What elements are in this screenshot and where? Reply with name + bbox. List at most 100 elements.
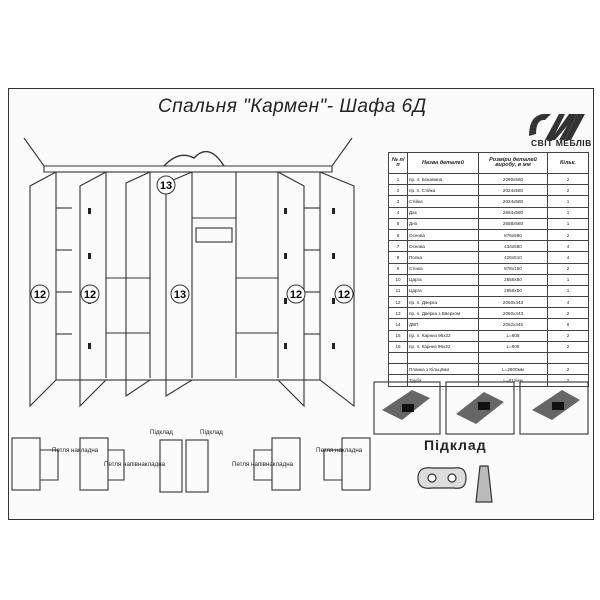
table-cell: 12	[388, 296, 408, 309]
table-cell: 14	[388, 318, 408, 331]
table-cell: 1	[547, 206, 589, 219]
table-cell: пр. п. Стійка	[407, 184, 479, 197]
table-cell: 2658х50	[478, 284, 548, 298]
table-cell	[547, 351, 589, 365]
door-label: 13	[174, 289, 186, 301]
table-cell: 2	[547, 374, 589, 387]
pidklad-illustration	[417, 465, 493, 503]
door-label: 12	[338, 289, 350, 301]
table-cell: Дно	[407, 217, 479, 230]
table-cell: 876х580	[478, 228, 548, 242]
table-cell: 434х580	[478, 240, 548, 253]
table-cell: Дах	[407, 206, 479, 219]
table-cell: 4	[547, 240, 589, 253]
table-cell: L=2800мм	[478, 363, 548, 376]
hinge-label: Петля напівнакладна	[104, 461, 166, 468]
table-cell	[388, 363, 408, 376]
table-cell: 1	[547, 273, 589, 286]
table-cell: 9	[388, 262, 408, 275]
page-title: Спальня "Кармен"- Шафа 6Д	[158, 96, 427, 117]
table-cell: 15	[388, 329, 408, 342]
pidklad-title: Підклад	[424, 437, 487, 453]
table-cell: Царга	[407, 284, 479, 298]
table-cell: 3	[388, 195, 408, 208]
table-cell: Основа	[407, 240, 479, 253]
table-header: Розміри деталей виробу, в мм	[478, 152, 548, 174]
table-cell: L=812мм	[478, 374, 548, 387]
wardrobe-drawing: 12 12 13 13 12 12	[23, 137, 355, 408]
table-cell: 2658х50	[478, 273, 548, 286]
table-cell: 2	[547, 329, 589, 342]
table-cell: 8	[388, 251, 408, 264]
door-label: 12	[290, 289, 302, 301]
table-cell: 2684х580	[478, 206, 548, 219]
table-cell	[407, 351, 479, 365]
hinge-label: Петля напівнакладна	[232, 461, 294, 468]
table-header: Кільк.	[547, 152, 589, 174]
table-header: № п/п	[388, 152, 408, 174]
table-cell: 5	[388, 217, 408, 230]
door-label: 13	[160, 180, 172, 192]
table-cell: 11	[388, 284, 408, 298]
table-cell: 4	[547, 251, 589, 264]
table-cell: пр. п. Карниз 96х22	[407, 340, 479, 354]
table-cell: 1	[388, 172, 408, 186]
svit-mebliv-logo-icon	[529, 114, 585, 140]
table-cell	[478, 351, 548, 365]
table-cell: 2658х580	[478, 217, 548, 230]
table-cell: 1	[547, 284, 589, 298]
table-cell	[388, 351, 408, 365]
door-label: 12	[84, 289, 96, 301]
hinge-label: Петля накладна	[52, 447, 99, 454]
table-cell: Полка	[407, 251, 479, 264]
table-cell: 2050х443	[478, 307, 548, 320]
table-cell: Основа	[407, 228, 479, 242]
table-cell: 6	[547, 318, 589, 331]
hinge-label: Підклад	[200, 429, 223, 436]
table-cell: L=608	[478, 329, 548, 342]
table-cell: 10	[388, 273, 408, 286]
table-cell: 2050х443	[478, 296, 548, 309]
hinge-diagram-row	[11, 437, 371, 493]
table-cell: 426х510	[478, 251, 548, 264]
hinge-install-illustration	[373, 381, 589, 435]
table-cell: 2052х445	[478, 318, 548, 331]
door-label: 12	[34, 289, 46, 301]
table-cell: 2	[547, 340, 589, 354]
table-cell: 1	[547, 217, 589, 230]
table-cell: 2	[547, 172, 589, 186]
table-cell: 2024х580	[478, 195, 548, 208]
table-cell: 2	[547, 262, 589, 275]
table-cell: Стінка	[407, 262, 479, 275]
table-cell: 2	[547, 363, 589, 376]
table-cell: 6	[388, 228, 408, 242]
table-cell: пр. л. Бокавина	[407, 172, 479, 186]
hinge-label: Петля накладна	[316, 447, 363, 454]
table-row	[388, 351, 589, 365]
table-cell: ДВП	[407, 318, 479, 331]
table-header-row: № п/п Назва деталей Розміри деталей виро…	[388, 152, 589, 174]
table-cell: 2	[547, 307, 589, 320]
hinge-label: Підклад	[150, 429, 173, 436]
table-cell: Стійка	[407, 195, 479, 208]
brand-name: СВІТ МЕБЛІВ	[531, 138, 592, 148]
table-cell: пр. л. Дверка	[407, 296, 479, 309]
table-cell: 4	[547, 296, 589, 309]
parts-table: № п/п Назва деталей Розміри деталей виро…	[388, 152, 589, 387]
table-cell: 2090х580	[478, 172, 548, 186]
table-cell: пр. л. Дверка з Вверком	[407, 307, 479, 320]
table-cell: 7	[388, 240, 408, 253]
